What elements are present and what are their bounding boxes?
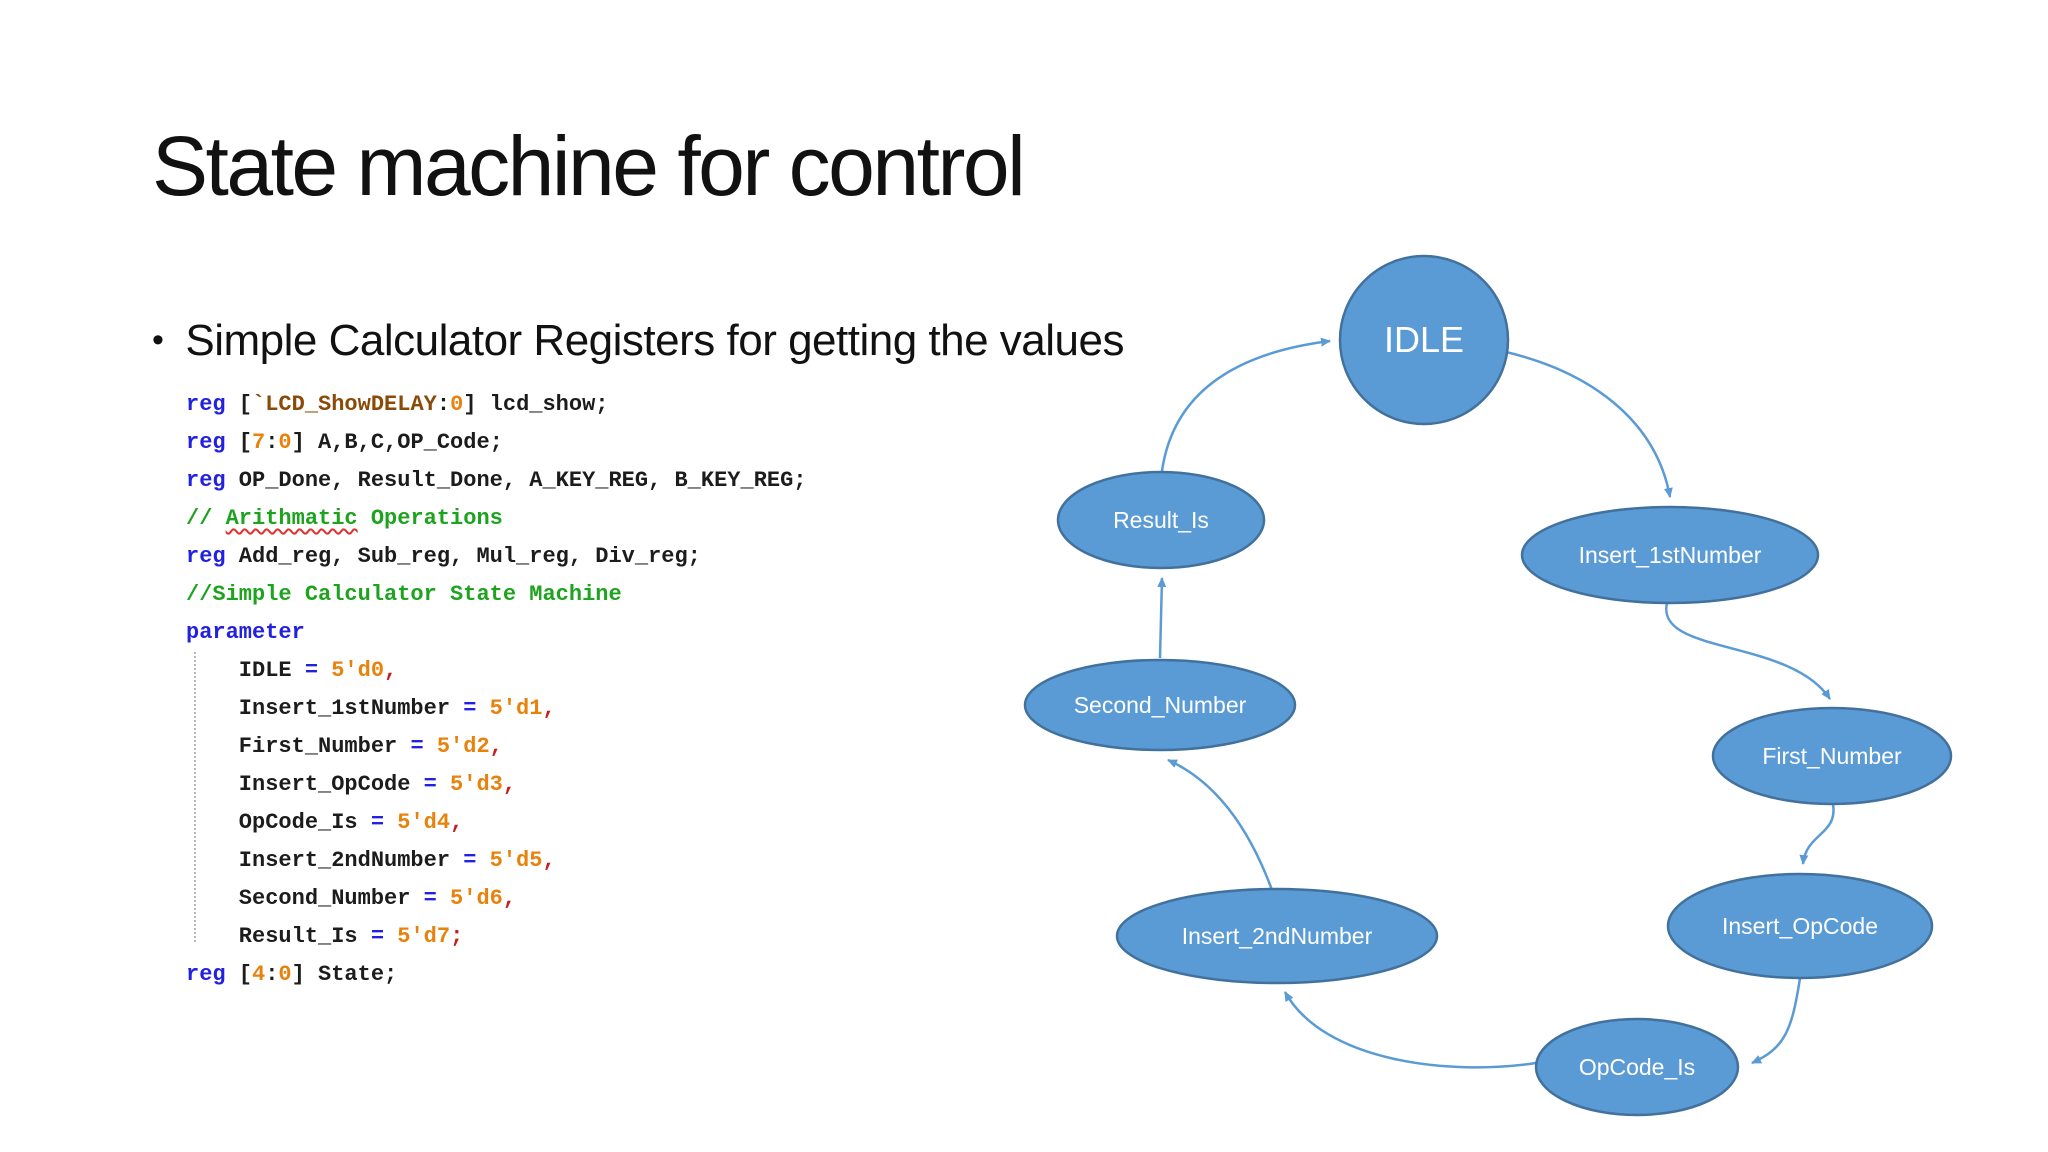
code-line-6: //Simple Calculator State Machine: [186, 582, 622, 607]
code-line-11: Insert_OpCode = 5'd3,: [186, 772, 517, 797]
state-node-label: Result_Is: [1113, 507, 1209, 533]
state-ellipse: [1023, 658, 1297, 752]
state-node-first-number: First_Number: [1711, 706, 1953, 806]
state-ellipse: [1520, 505, 1820, 605]
code-line-16: reg [4:0] State;: [186, 962, 398, 987]
bullet-marker: •: [152, 321, 164, 359]
code-line-1: reg [`LCD_ShowDELAY:0] lcd_show;: [186, 392, 609, 417]
code-line-5: reg Add_reg, Sub_reg, Mul_reg, Div_reg;: [186, 544, 701, 569]
state-node-label: Insert_2ndNumber: [1182, 923, 1373, 949]
code-line-15: Result_Is = 5'd7;: [186, 924, 464, 949]
state-node-result-is: Result_Is: [1056, 470, 1266, 570]
bullet-text: Simple Calculator Registers for getting …: [185, 316, 1124, 365]
state-ellipse: [1711, 706, 1953, 806]
code-line-13: Insert_2ndNumber = 5'd5,: [186, 848, 556, 873]
state-node-insert-1st-number: Insert_1stNumber: [1520, 505, 1820, 605]
code-line-12: OpCode_Is = 5'd4,: [186, 810, 464, 835]
state-ellipse: [1056, 470, 1266, 570]
transition-second-number-to-result-is: [1157, 577, 1167, 659]
state-ellipse: [1534, 1017, 1740, 1117]
state-node-label: Insert_1stNumber: [1579, 542, 1762, 568]
code-line-7: parameter: [186, 620, 305, 645]
code-line-8: IDLE = 5'd0,: [186, 658, 398, 683]
transition-insert-2nd-number-to-second-number: [1167, 758, 1274, 891]
state-circle: [1338, 254, 1510, 426]
transition-insert-1st-number-to-first-number: [1665, 602, 1832, 700]
state-node-second-number: Second_Number: [1023, 658, 1297, 752]
transition-arrows: [1157, 337, 1835, 1069]
state-node-label: OpCode_Is: [1579, 1054, 1695, 1080]
state-node-label: IDLE: [1384, 319, 1464, 360]
state-node-label: Second_Number: [1074, 692, 1247, 718]
code-line-14: Second_Number = 5'd6,: [186, 886, 517, 911]
page-title: State machine for control: [152, 119, 1026, 213]
state-node-label: Insert_OpCode: [1722, 913, 1878, 939]
state-node-insert-opcode: Insert_OpCode: [1666, 872, 1934, 980]
code-line-3: reg OP_Done, Result_Done, A_KEY_REG, B_K…: [186, 468, 807, 493]
verilog-code-block: reg [`LCD_ShowDELAY:0] lcd_show;reg [7:0…: [186, 386, 807, 994]
state-ellipse: [1666, 872, 1934, 980]
transition-result-is-to-idle: [1160, 337, 1331, 472]
state-node-opcode-is: OpCode_Is: [1534, 1017, 1740, 1117]
state-node-idle: IDLE: [1338, 254, 1510, 426]
code-line-10: First_Number = 5'd2,: [186, 734, 503, 759]
indent-guide: [194, 652, 196, 942]
code-line-9: Insert_1stNumber = 5'd1,: [186, 696, 556, 721]
transition-first-number-to-insert-opcode: [1799, 803, 1835, 865]
state-node-label: First_Number: [1762, 743, 1902, 769]
state-node-insert-2nd-number: Insert_2ndNumber: [1115, 887, 1439, 985]
transition-opcode-is-to-insert-2nd-number: [1283, 991, 1537, 1069]
state-nodes: IDLE Insert_1stNumberFirst_NumberInsert_O…: [1023, 254, 1953, 1117]
transition-insert-opcode-to-opcode-is: [1751, 977, 1802, 1065]
bullet-item: • Simple Calculator Registers for gettin…: [152, 316, 1124, 366]
code-line-4: // Arithmatic Operations: [186, 506, 503, 531]
code-line-2: reg [7:0] A,B,C,OP_Code;: [186, 430, 503, 455]
transition-idle-to-insert-1st-number: [1505, 350, 1673, 498]
state-ellipse: [1115, 887, 1439, 985]
